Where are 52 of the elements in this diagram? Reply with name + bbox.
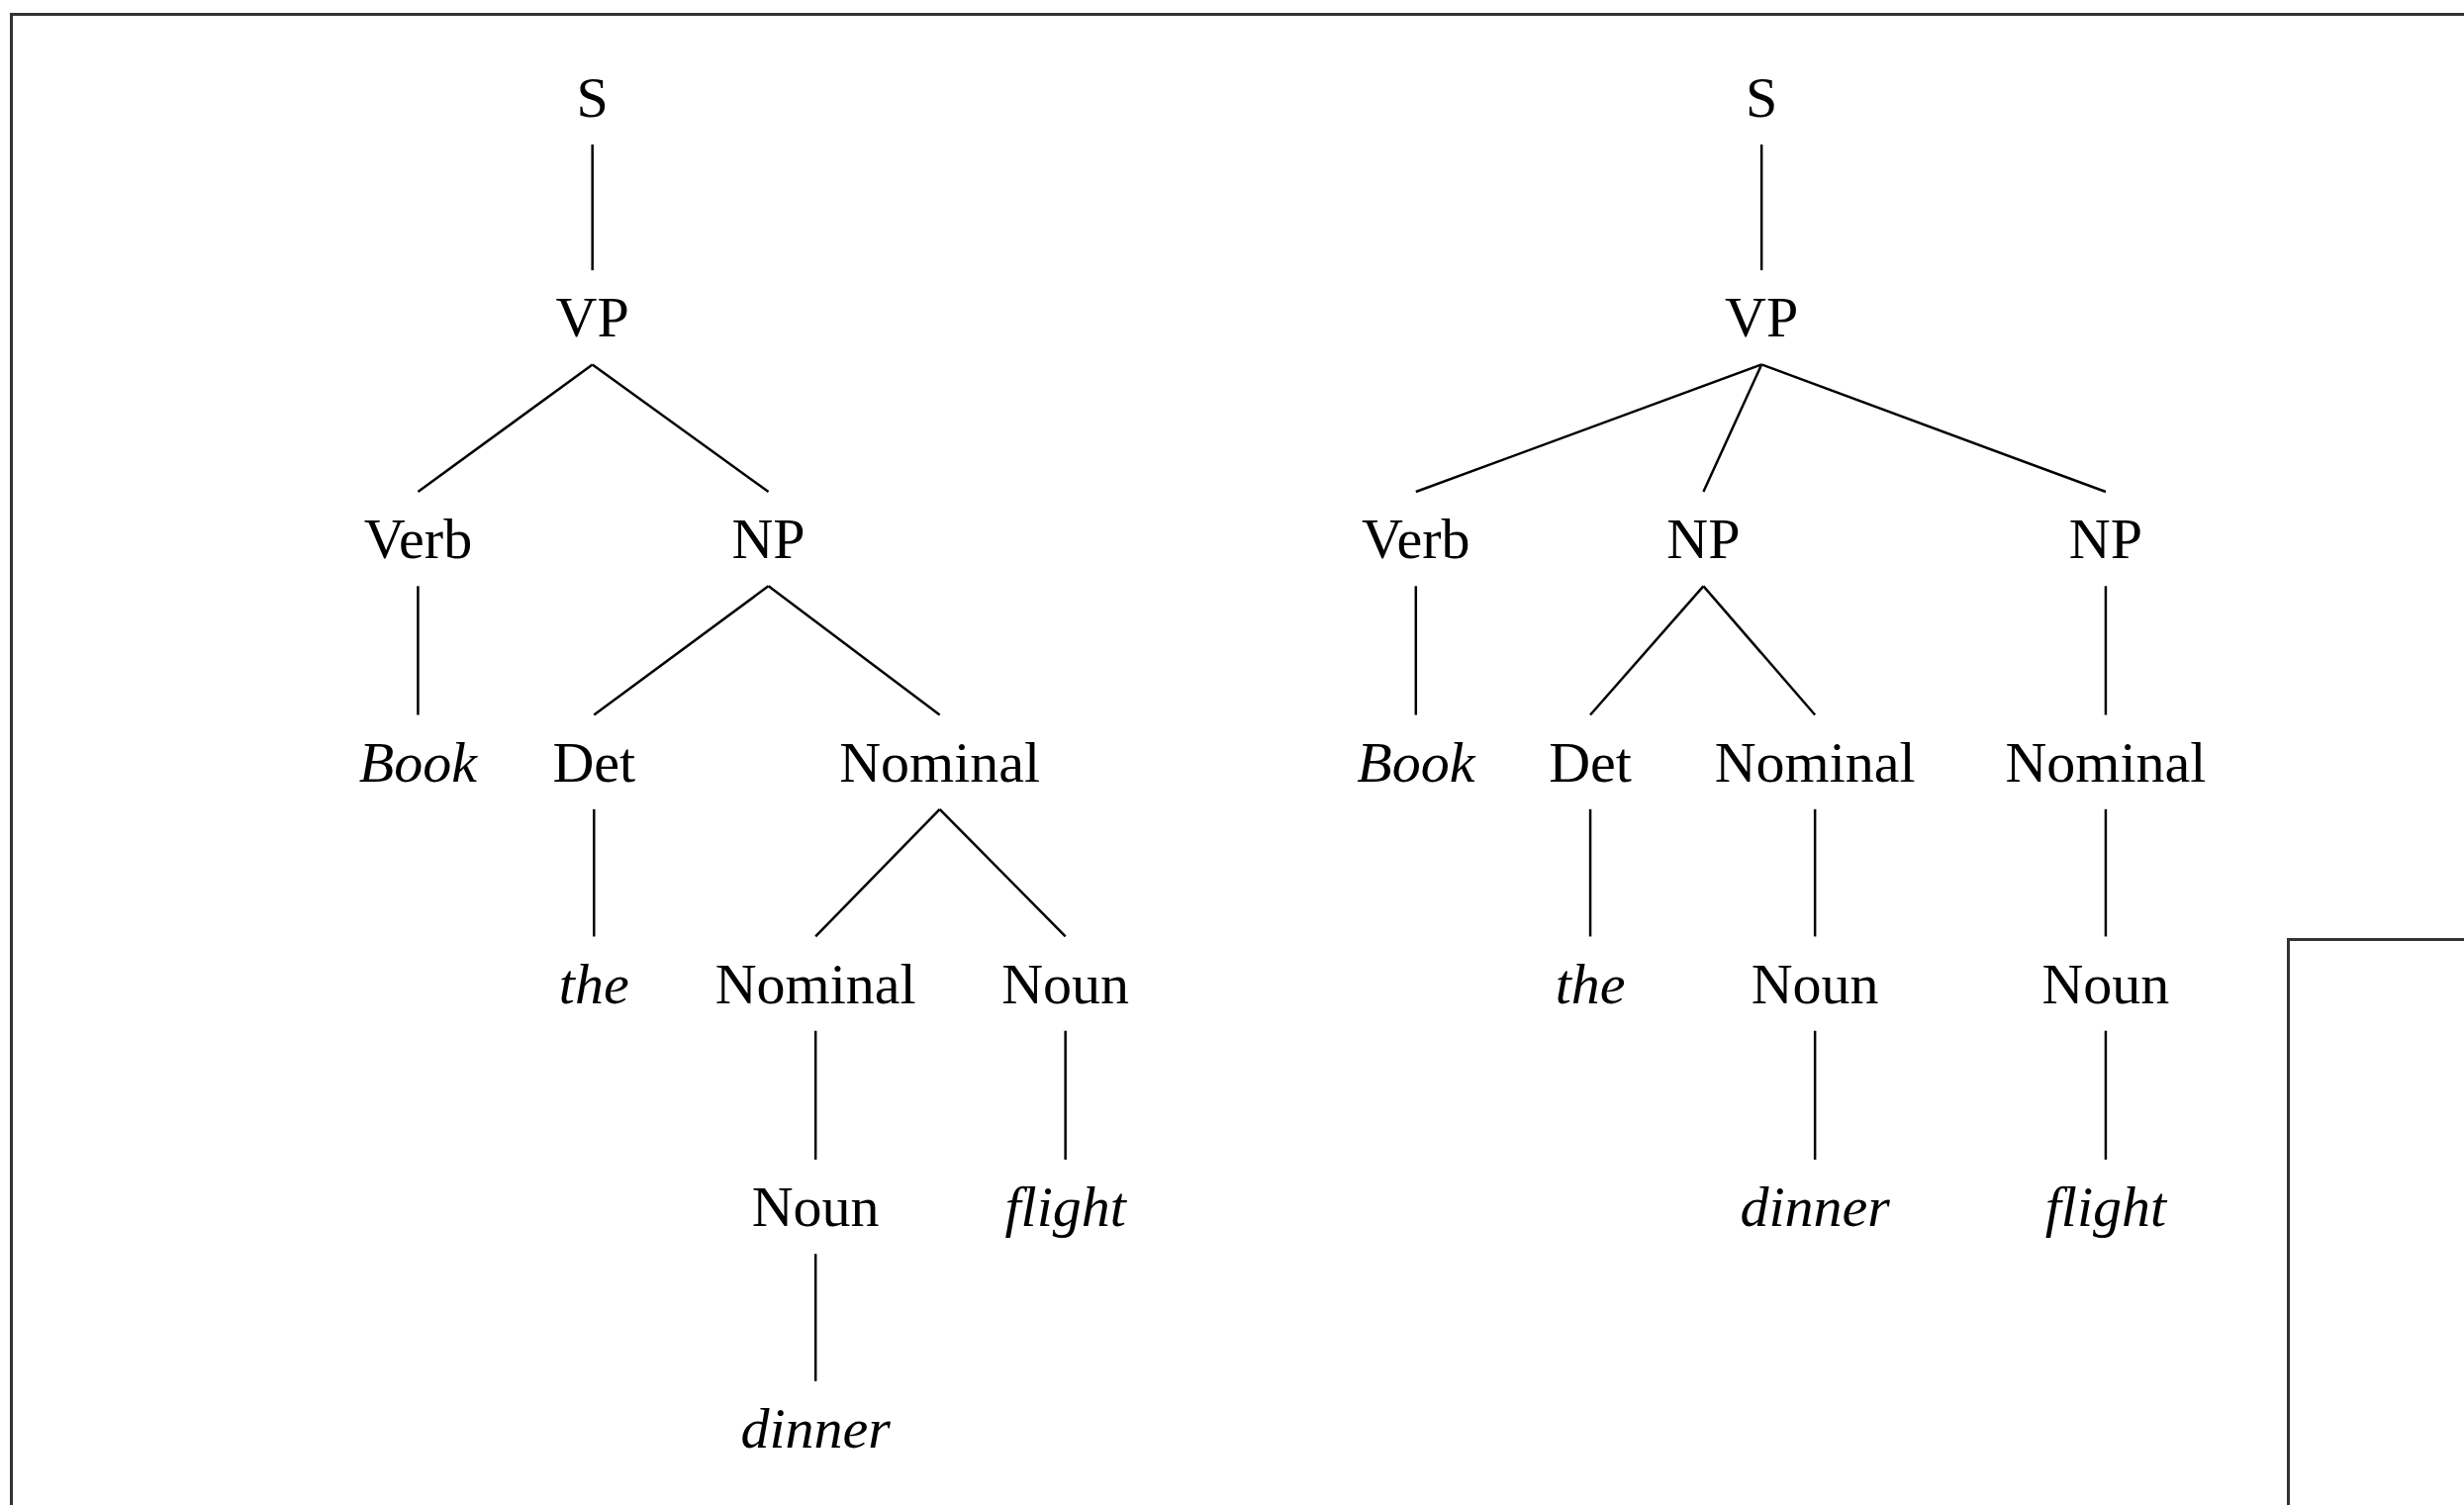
tree-branch	[1589, 585, 1705, 716]
category-label: Det	[552, 714, 636, 809]
category-label: Noun	[751, 1159, 880, 1255]
tree-branch	[593, 808, 596, 937]
category-label: Noun	[1001, 936, 1130, 1031]
category-label: S	[1746, 49, 1778, 145]
category-label: Noun	[1751, 936, 1879, 1031]
word-label: flight	[2044, 1159, 2167, 1255]
tree-branch	[814, 807, 941, 938]
word-label: dinner	[740, 1380, 891, 1476]
tree-branch	[417, 363, 594, 494]
word-label: dinner	[1740, 1159, 1890, 1255]
tree-branch	[1588, 808, 1592, 937]
category-label: Nominal	[839, 714, 1041, 809]
tree-branch	[591, 363, 770, 494]
category-label: NP	[2068, 492, 2142, 587]
tree-branch	[1414, 586, 1418, 715]
tree-branch	[417, 586, 420, 715]
category-label: Nominal	[1714, 714, 1916, 809]
category-label: Nominal	[2005, 714, 2207, 809]
word-label: the	[1555, 936, 1626, 1031]
category-label: VP	[555, 270, 629, 365]
category-label: Noun	[2041, 936, 2170, 1031]
word-label: the	[558, 936, 629, 1031]
tree-branch	[2104, 586, 2108, 715]
category-label: Det	[1549, 714, 1632, 809]
word-label: Book	[1357, 714, 1475, 809]
tree-branch	[1759, 144, 1763, 271]
tree-branch	[938, 807, 1067, 938]
tree-branch	[1415, 363, 1762, 494]
category-label: Nominal	[714, 936, 916, 1031]
category-label: VP	[1725, 270, 1799, 365]
tree-branch	[1064, 1030, 1067, 1160]
category-label: S	[576, 49, 609, 145]
tree-branch	[813, 1254, 817, 1381]
tree-branch	[2104, 1030, 2108, 1160]
word-label: flight	[1004, 1159, 1126, 1255]
tree-branch	[1813, 808, 1817, 937]
tree-branch	[1760, 363, 2107, 494]
tree-branch	[593, 585, 770, 716]
tree-branch	[1813, 1030, 1817, 1160]
tree-branch	[1702, 585, 1817, 716]
category-label: NP	[1666, 492, 1741, 587]
category-label: Verb	[1362, 492, 1470, 587]
category-label: Verb	[363, 492, 473, 587]
tree-branch	[1702, 363, 1763, 493]
word-label: Book	[358, 714, 477, 809]
tree-branch	[2104, 808, 2108, 937]
tree-branch	[591, 144, 594, 271]
tree-branch	[813, 1030, 817, 1160]
category-label: NP	[731, 492, 806, 587]
tree-branch	[767, 585, 941, 716]
